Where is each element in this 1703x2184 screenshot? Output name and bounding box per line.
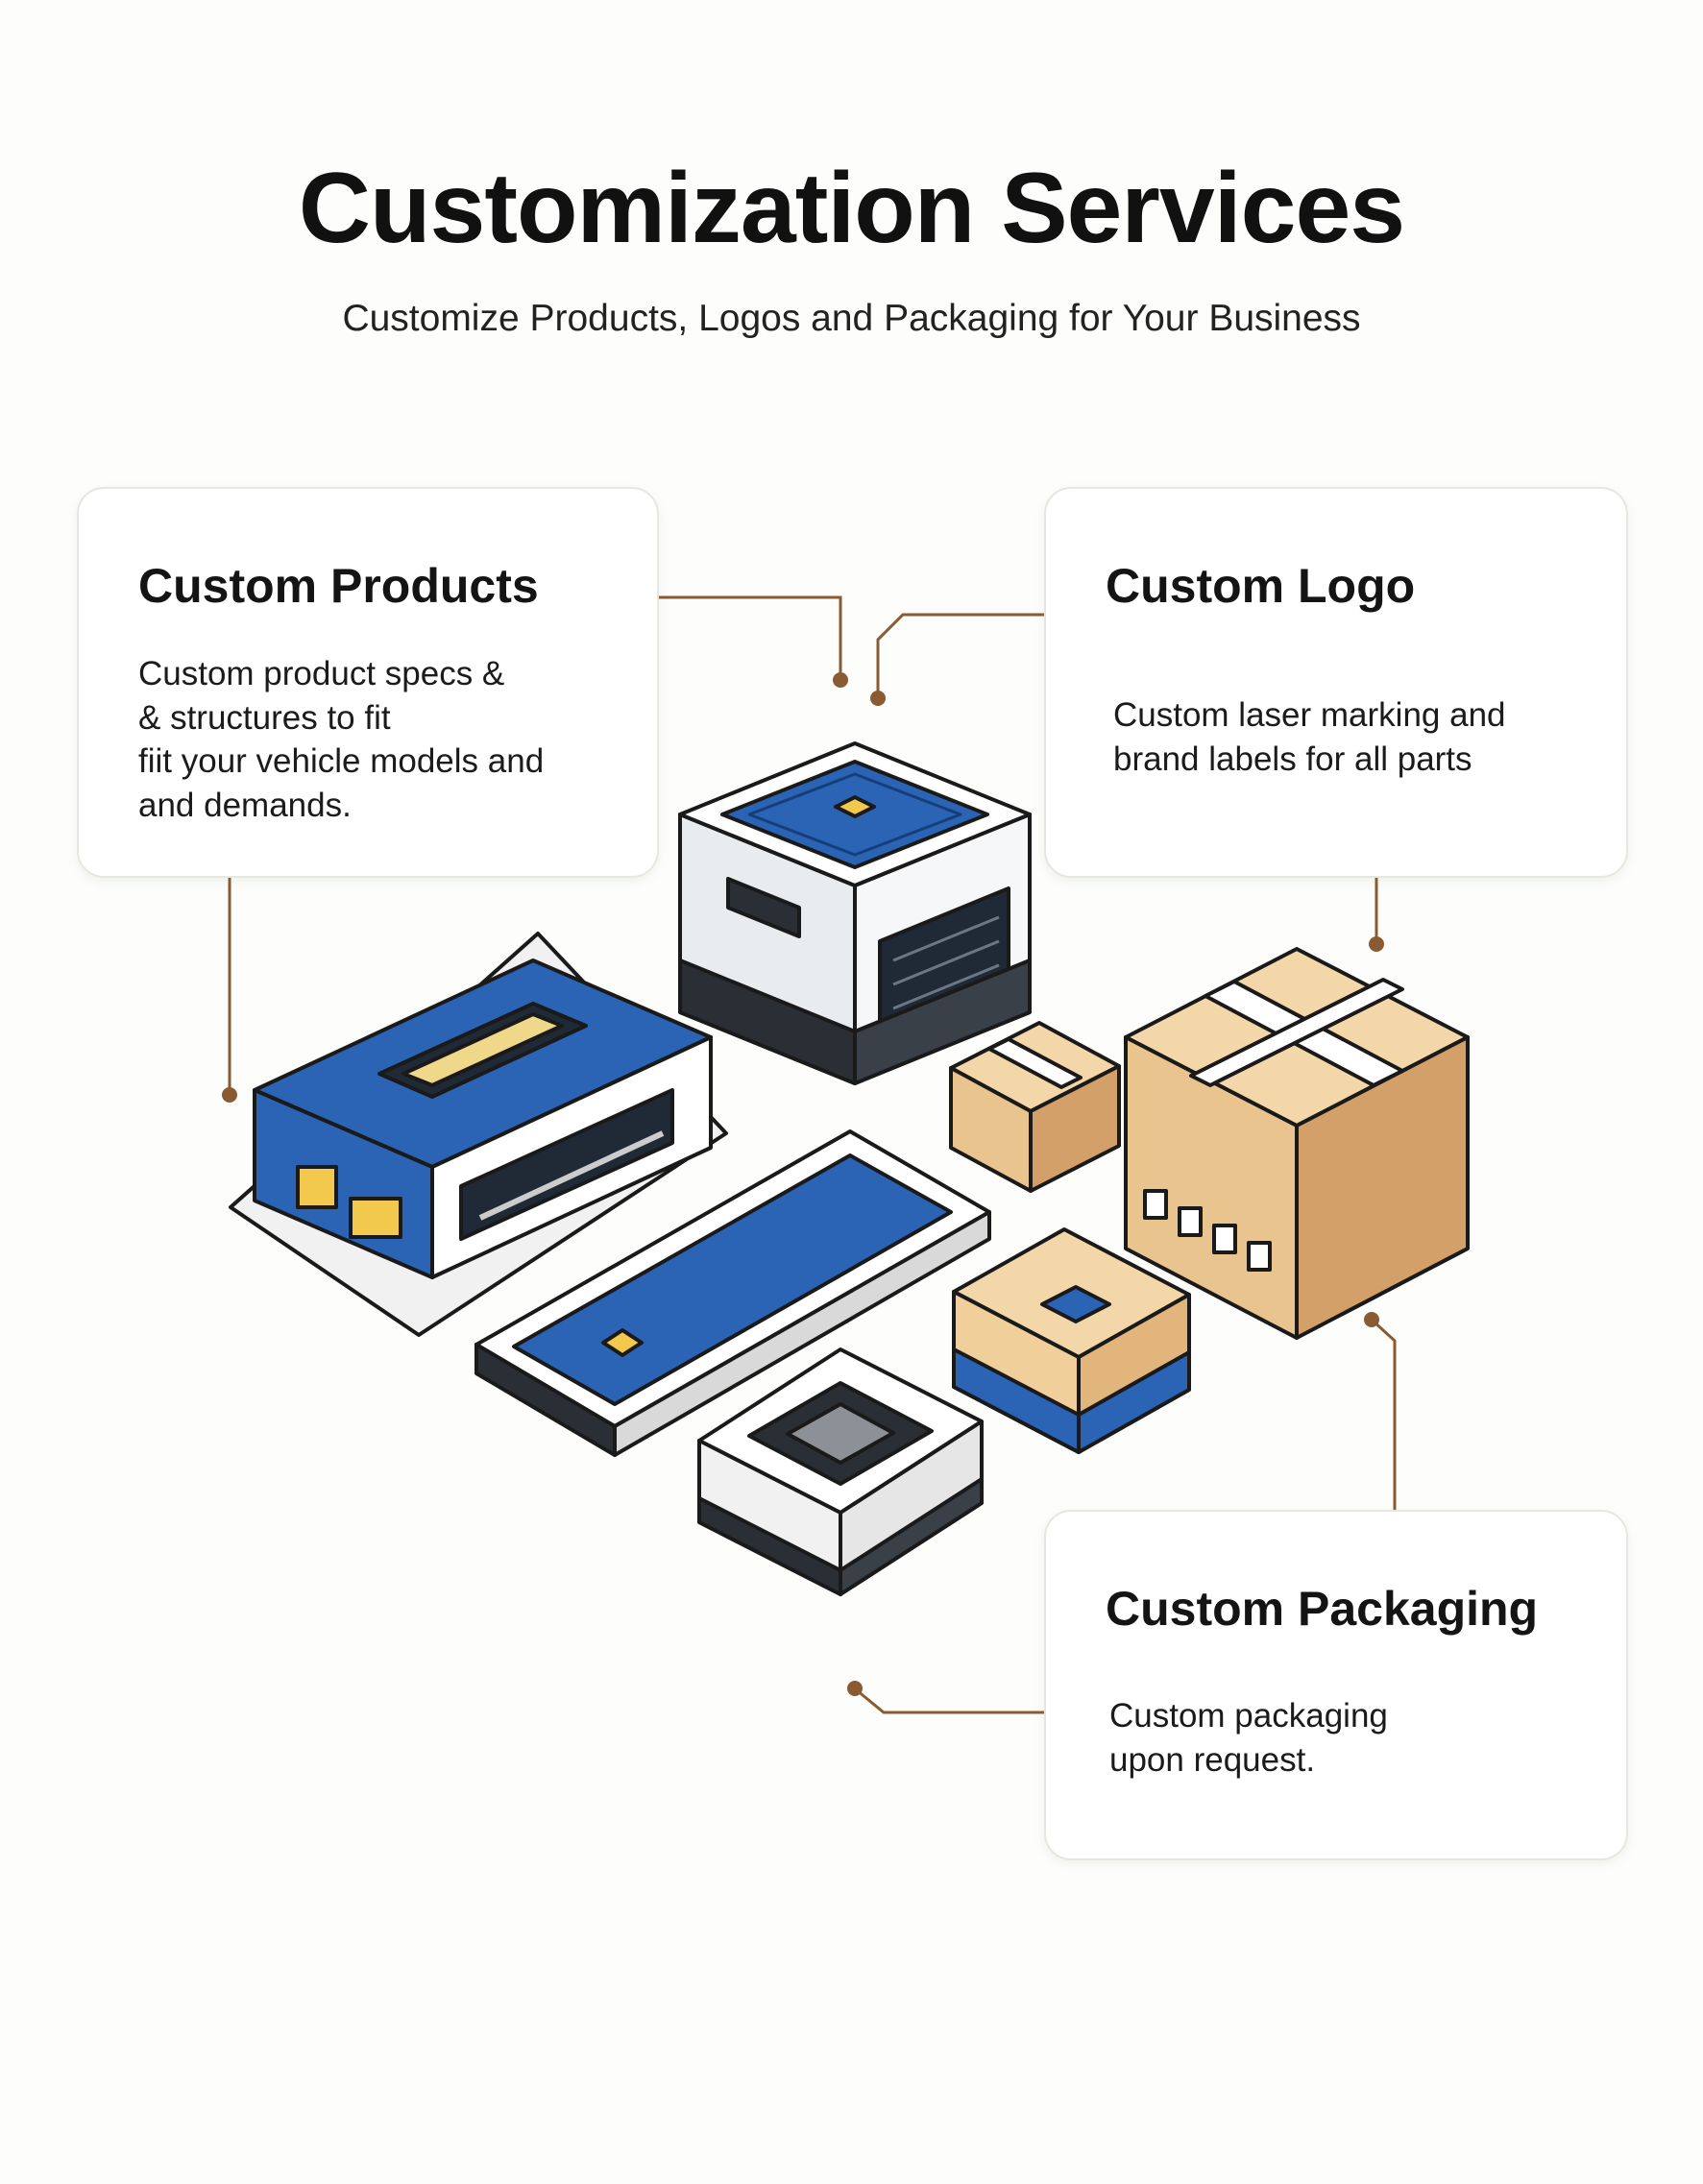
- custom-products-title: Custom Products: [138, 559, 539, 613]
- connector-packaging-box: [1370, 1318, 1397, 1510]
- custom-products-line: Custom product specs &: [138, 655, 505, 692]
- blue-panel-icon: [474, 1129, 991, 1457]
- custom-products-description: Custom product specs & & structures to f…: [138, 652, 544, 827]
- custom-products-line: and demands.: [138, 786, 352, 824]
- connector-dots: [222, 672, 1384, 1696]
- page-subtitle: Customize Products, Logos and Packaging …: [342, 298, 1361, 339]
- custom-logo-title: Custom Logo: [1106, 559, 1416, 613]
- connector-lines: [228, 595, 1397, 1714]
- custom-logo-card: Custom Logo Custom laser marking and bra…: [1044, 487, 1628, 878]
- custom-packaging-title: Custom Packaging: [1106, 1582, 1539, 1636]
- connector-logo-cube: [876, 613, 1044, 698]
- connector-packaging-sensor: [856, 1688, 1044, 1714]
- custom-packaging-line: upon request.: [1109, 1740, 1316, 1779]
- custom-logo-line: Custom laser marking and: [1113, 696, 1506, 734]
- large-box-icon: [1124, 947, 1470, 1340]
- sensor-module-icon: [697, 1347, 984, 1596]
- custom-products-line: fiit your vehicle models and: [138, 742, 545, 780]
- custom-packaging-line: Custom packaging: [1109, 1697, 1388, 1735]
- custom-products-card: Custom Products Custom product specs & &…: [77, 487, 659, 878]
- custom-packaging-description: Custom packaging upon request.: [1109, 1694, 1388, 1782]
- small-box-icon: [949, 1021, 1121, 1193]
- page-title: Customization Services: [298, 153, 1405, 264]
- connector-products-cube: [659, 595, 842, 680]
- custom-packaging-card: Custom Packaging Custom packaging upon r…: [1044, 1510, 1628, 1860]
- relay-cube-icon: [678, 741, 1032, 1085]
- custom-products-line: & structures to fit: [138, 698, 391, 737]
- custom-logo-description: Custom laser marking and brand labels fo…: [1113, 693, 1506, 781]
- fuse-box-icon: [229, 932, 728, 1337]
- custom-logo-line: brand labels for all parts: [1113, 740, 1472, 778]
- branded-box-icon: [952, 1227, 1191, 1454]
